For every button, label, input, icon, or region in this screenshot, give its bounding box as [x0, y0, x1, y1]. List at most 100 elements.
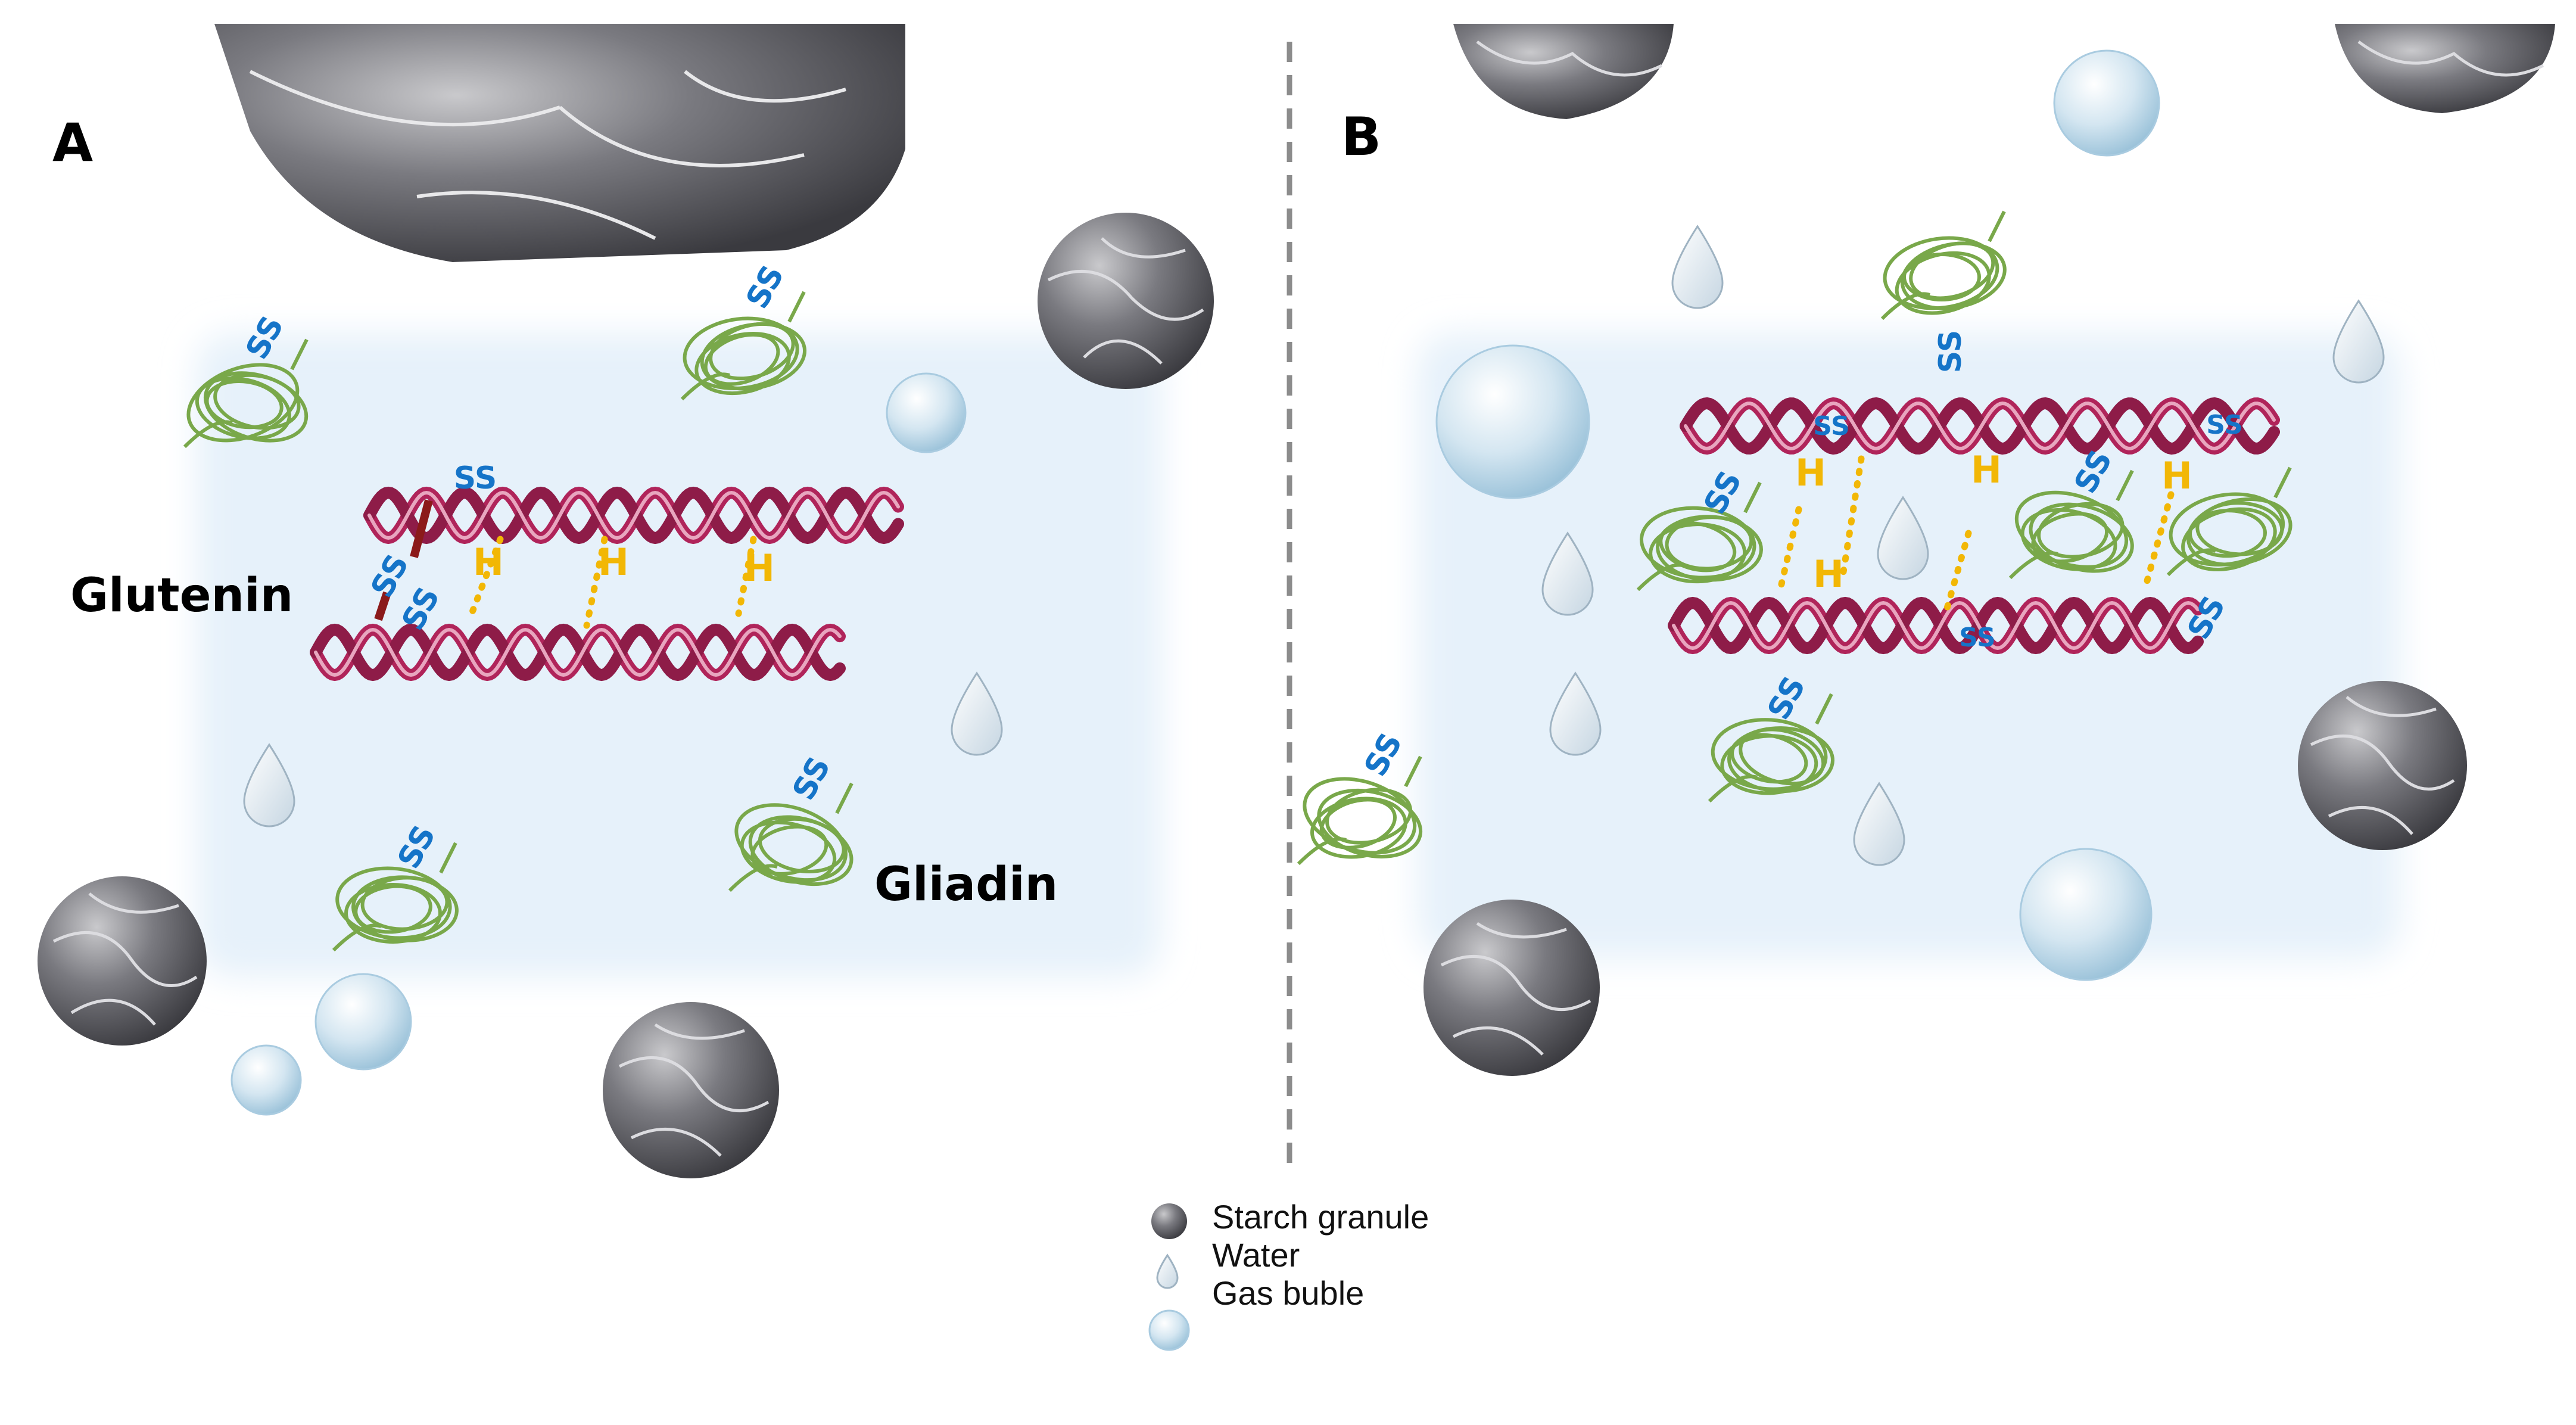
- gliadin-coil: [1880, 210, 2007, 321]
- legend-label: Gas buble: [1212, 1274, 1365, 1312]
- panel-label-a: A: [52, 112, 94, 173]
- disulfide-crosslink: [374, 591, 391, 621]
- glutenin-helix: [1680, 397, 2280, 455]
- water-drop: [1549, 671, 1602, 756]
- gas-bubble: [1435, 344, 1590, 499]
- starch-granule: [38, 876, 207, 1046]
- disulfide-bond-label: SS: [2206, 410, 2242, 440]
- water-drop: [951, 671, 1003, 756]
- coil-loop: [2020, 508, 2117, 571]
- coil-loop: [740, 820, 837, 884]
- helix-strand: [310, 623, 846, 682]
- water-drop: [1671, 225, 1724, 309]
- coil-loop: [1319, 798, 1397, 850]
- hydrogen-bond: [583, 536, 608, 629]
- hydrogen-bond: [735, 536, 757, 617]
- coil-tail: [1708, 693, 1833, 803]
- water-drop: [1541, 531, 1594, 616]
- gliadin-coil: [2008, 469, 2134, 580]
- gliadin-coil: [1636, 481, 1763, 592]
- starch-granule: [214, 24, 905, 262]
- hydrogen-bond-label: H: [473, 540, 504, 584]
- coil-tail: [680, 291, 806, 401]
- gliadin-coil: [1297, 755, 1423, 866]
- coil-tail: [2166, 466, 2292, 577]
- coil-loop: [205, 379, 284, 430]
- starch-granule: [1038, 213, 1214, 389]
- helix-strand: [1680, 397, 2280, 455]
- coil-loop: [750, 824, 828, 876]
- glutenin-label: Glutenin: [70, 569, 294, 623]
- coil-loop: [1730, 733, 1808, 784]
- coil-tail: [332, 842, 457, 952]
- coil-tail: [2008, 469, 2134, 580]
- panel-label-b: B: [1341, 106, 1382, 167]
- helix-strand: [1672, 601, 2200, 651]
- water-drop-icon: [1156, 1253, 1179, 1289]
- gliadin-coil: [728, 782, 854, 892]
- coil-tail: [1880, 210, 2006, 321]
- gas-bubble: [886, 372, 967, 453]
- gliadin-label: Gliadin: [874, 858, 1058, 911]
- helix-strand: [1668, 596, 2204, 655]
- coil-tail: [183, 338, 309, 449]
- hydrogen-bond-label: H: [1795, 451, 1826, 494]
- hydrogen-bond: [467, 536, 504, 620]
- glutenin-helix: [1668, 596, 2204, 655]
- hydrogen-bond-label: H: [598, 540, 629, 584]
- water-drop: [243, 743, 295, 827]
- glutenin-helix: [310, 623, 846, 682]
- coil-loop: [1659, 521, 1737, 573]
- disulfide-crosslink: [410, 499, 433, 558]
- disulfide-bond-label: SS: [1813, 411, 1849, 441]
- hydrogen-bond: [1777, 506, 1802, 590]
- starch-granule-icon: [1151, 1203, 1187, 1239]
- helix-strand: [1684, 401, 2276, 451]
- coil-loop: [2031, 512, 2109, 564]
- hydrogen-bond-label: H: [744, 546, 775, 590]
- water-drop: [1853, 782, 1905, 866]
- legend-item-starch-granule: Starch granule: [1212, 1197, 1429, 1236]
- gas-bubble: [2053, 49, 2160, 157]
- coil-tail: [1636, 481, 1762, 592]
- coil-loop: [186, 363, 300, 443]
- legend-label: Water: [1212, 1236, 1300, 1274]
- disulfide-bond-label: SS: [739, 260, 791, 315]
- coil-loop: [354, 884, 432, 934]
- starch-granule: [603, 1002, 779, 1178]
- starch-granule: [2298, 681, 2467, 850]
- disulfide-bond-label: SS: [1933, 330, 1968, 374]
- helix-strand: [367, 490, 900, 540]
- hydrogen-bond: [2144, 491, 2175, 584]
- starch-granule: [2335, 24, 2555, 113]
- disulfide-bond-label: SS: [1357, 727, 1409, 782]
- gas-bubble-icon: [1148, 1309, 1190, 1351]
- gliadin-coil: [183, 338, 309, 449]
- hydrogen-bond-label: H: [1813, 552, 1844, 596]
- starch-granule: [1453, 24, 1674, 119]
- gas-bubble: [314, 973, 412, 1071]
- gliadin-coil: [332, 842, 459, 952]
- legend-item-water: Water: [1212, 1236, 1300, 1274]
- helix-strand: [314, 627, 842, 677]
- coil-tail: [1297, 755, 1422, 866]
- hydrogen-bond: [1941, 530, 1972, 620]
- helix-strand: [363, 486, 904, 545]
- coil-loop: [703, 332, 780, 386]
- starch-granule: [1424, 900, 1600, 1076]
- coil-loop: [1317, 788, 1423, 858]
- coil-tail: [728, 782, 854, 892]
- gas-bubble: [230, 1044, 302, 1116]
- gliadin-coil: [2166, 466, 2292, 577]
- coil-loop: [1902, 253, 1981, 301]
- water-drop: [2332, 299, 2385, 384]
- coil-loop: [2188, 509, 2267, 558]
- glutenin-helix: [363, 486, 904, 545]
- hydrogen-bond-label: H: [1971, 448, 2002, 491]
- legend-item-gas-bubble: Gas buble: [1212, 1274, 1364, 1312]
- gliadin-coil: [1708, 693, 1834, 803]
- gliadin-coil: [680, 291, 807, 401]
- hydrogen-bond-label: H: [2161, 454, 2192, 497]
- disulfide-bond-label: SS: [1959, 623, 1995, 653]
